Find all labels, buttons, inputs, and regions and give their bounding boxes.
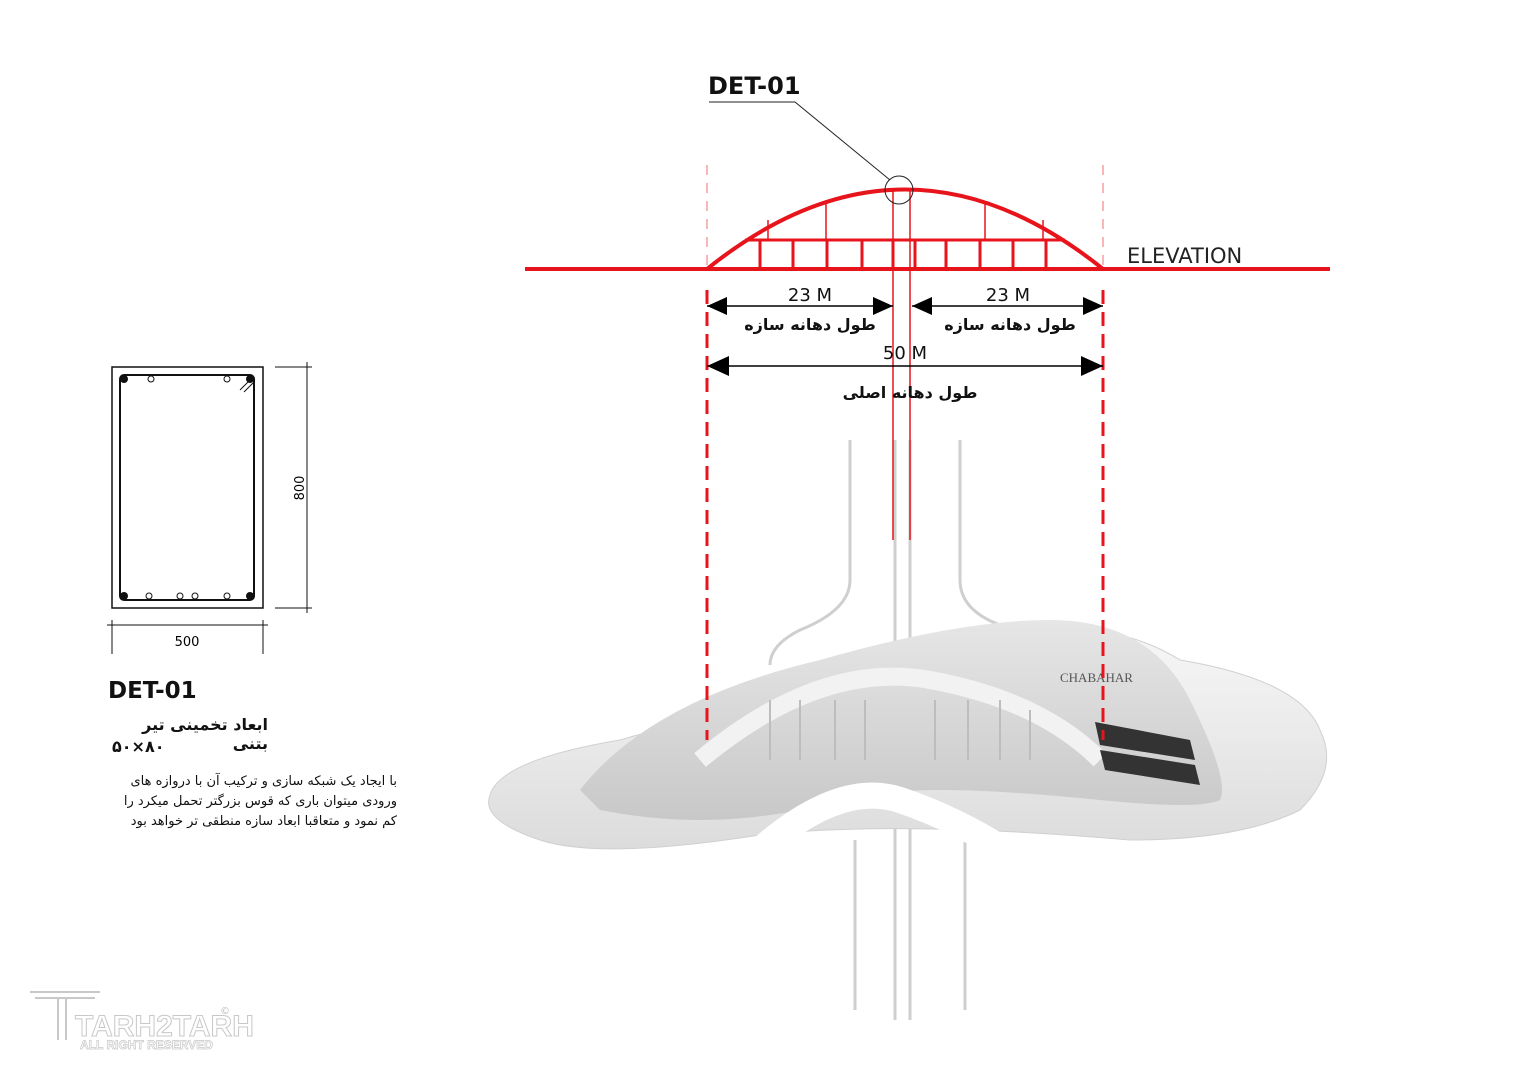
dimension-arrows <box>707 297 1103 376</box>
elevation-diagram <box>525 165 1330 740</box>
building-render <box>488 620 1328 871</box>
section-width-label: 500 <box>175 635 200 650</box>
detail-leader-line <box>709 101 891 181</box>
logo-mark <box>30 991 100 1040</box>
arch <box>705 187 1105 271</box>
main-span-value: 50 M <box>882 343 928 364</box>
arch-struts <box>767 190 1044 540</box>
main-span-caption: طول دهانه اصلی <box>842 383 978 402</box>
right-span-value: 23 M <box>985 285 1031 306</box>
elevation-label: ELEVATION <box>1127 244 1243 268</box>
left-span-caption: طول دهانه سازه <box>744 315 876 334</box>
copyright-icon: © <box>220 1006 230 1017</box>
building-sign: CHABAHAR <box>1060 670 1133 685</box>
detail-callout-circle <box>884 175 914 205</box>
detail-title: DET-01 <box>108 678 197 704</box>
logo-tagline: ALL RIGHT RESERVED <box>80 1038 213 1052</box>
span-dashed-lines <box>705 290 1105 740</box>
right-span-caption: طول دهانه سازه <box>944 315 1076 334</box>
detail-label-top: DET-01 <box>708 72 801 100</box>
section-height-label: 800 <box>293 476 308 501</box>
detail-subtitle: ابعاد تخمینی تیر بتنی <box>142 715 268 753</box>
left-span-value: 23 M <box>787 285 833 306</box>
detail-description: با ایجاد یک شبکه سازی و ترکیب آن با دروا… <box>123 774 397 829</box>
logo-name: TARH2TARH <box>75 1010 254 1043</box>
arch-hangers <box>745 238 1065 269</box>
beam-section <box>107 362 312 654</box>
dimension-lines <box>707 305 1103 367</box>
detail-size: ۵۰×۸۰ <box>112 737 165 756</box>
